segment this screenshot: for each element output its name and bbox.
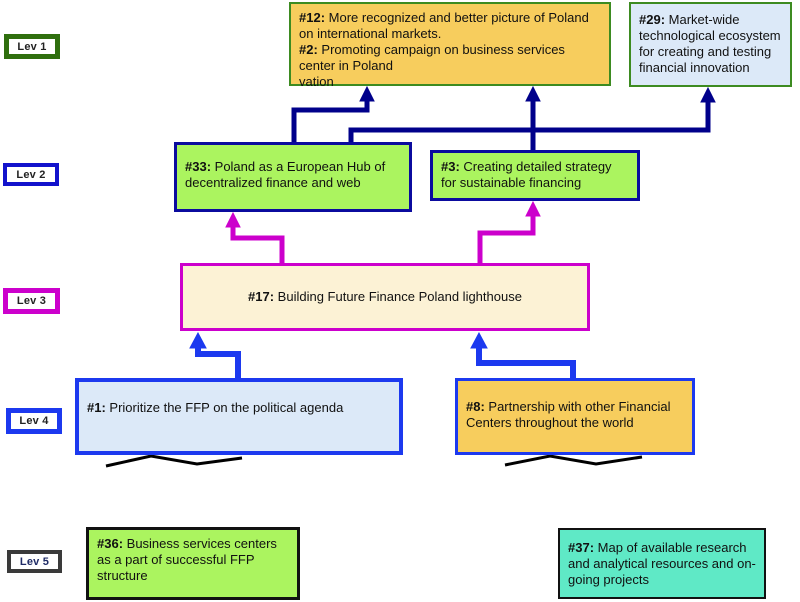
level-label-1[interactable]: Lev 1: [4, 34, 60, 59]
arrow-17-to-3: [477, 200, 541, 263]
node-17-paragraph: #17: Building Future Finance Poland ligh…: [248, 289, 522, 304]
node-8-paragraph: #8: Partnership with other Financial Cen…: [466, 399, 671, 430]
arrow-33-to-29: [348, 86, 716, 142]
level-label-2-text: Lev 2: [16, 168, 46, 181]
level-label-3-text: Lev 3: [16, 295, 47, 307]
node-33[interactable]: #33: Poland as a European Hub of decentr…: [174, 142, 412, 212]
arrow-33-to-12: [291, 85, 375, 142]
node-17[interactable]: #17: Building Future Finance Poland ligh…: [180, 263, 590, 331]
node-12[interactable]: #12: More recognized and better picture …: [289, 2, 611, 89]
node-37-paragraph: #37: Map of available research and analy…: [568, 540, 756, 587]
node-8[interactable]: #8: Partnership with other Financial Cen…: [455, 378, 695, 455]
node-33-paragraph: #33: Poland as a European Hub of decentr…: [185, 159, 386, 190]
level-label-1-text: Lev 1: [17, 40, 47, 53]
node-3[interactable]: #3: Creating detailed strategy for susta…: [430, 150, 640, 201]
node-12-paragraph: #12: More recognized and better picture …: [299, 10, 589, 41]
node-36-paragraph: #36: Business services centers as a part…: [97, 536, 277, 583]
level-label-4[interactable]: Lev 4: [6, 408, 62, 434]
connector-36-to-1: [105, 454, 243, 468]
level-label-5[interactable]: Lev 5: [7, 550, 62, 573]
arrow-17-to-33: [225, 211, 285, 263]
arrow-1-to-17: [189, 331, 241, 378]
level-label-4-text: Lev 4: [19, 415, 49, 427]
node-12-fragment: vation: [299, 74, 334, 89]
connector-37-to-8: [504, 454, 643, 467]
node-3-paragraph: #3: Creating detailed strategy for susta…: [441, 159, 612, 190]
arrow-3-to-12: [525, 85, 541, 150]
node-29[interactable]: #29: Market-wide technological ecosystem…: [629, 2, 792, 87]
node-37[interactable]: #37: Map of available research and analy…: [558, 528, 766, 599]
node-1[interactable]: #1: Prioritize the FFP on the political …: [75, 378, 403, 455]
node-2-paragraph: #2: Promoting campaign on business servi…: [299, 42, 565, 73]
node-36[interactable]: #36: Business services centers as a part…: [86, 527, 300, 600]
level-label-2[interactable]: Lev 2: [3, 163, 59, 186]
level-label-3[interactable]: Lev 3: [3, 288, 60, 314]
node-1-paragraph: #1: Prioritize the FFP on the political …: [87, 400, 344, 415]
node-29-paragraph: #29: Market-wide technological ecosystem…: [639, 12, 781, 75]
arrow-8-to-17: [470, 331, 576, 378]
level-label-5-text: Lev 5: [19, 555, 50, 568]
